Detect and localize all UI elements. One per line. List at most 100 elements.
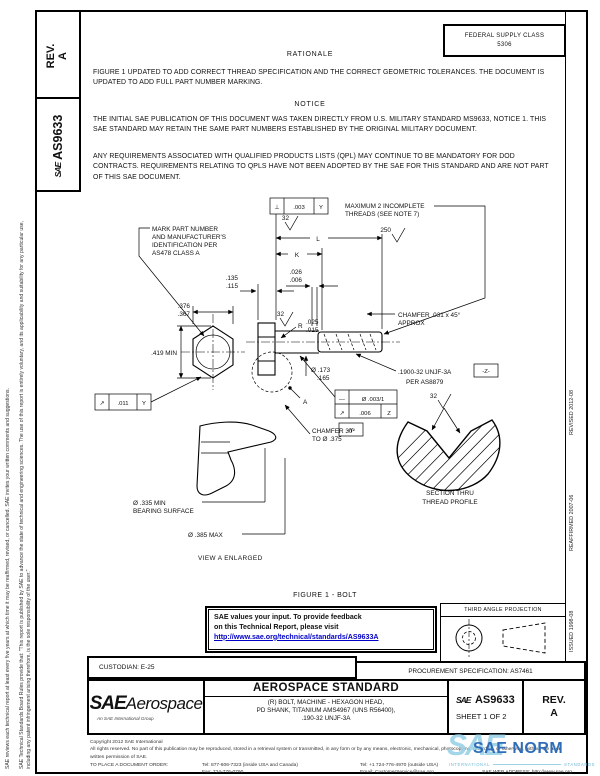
dim-washer-bot: .006 [290, 277, 303, 284]
dim-head-top: .135 [226, 275, 239, 282]
dim-washer-face: .026 .006 [286, 269, 338, 289]
gdt-runout-head-symbol: ↗ [100, 401, 105, 407]
gdt-runout-head-value: .011 [117, 401, 128, 407]
detail-a-marker: A [251, 351, 308, 406]
custodian-label: CUSTODIAN: E-25 [99, 664, 155, 671]
watermark-brand: SAE [447, 729, 505, 762]
gdt-perpendicularity-frame: ⊥ .003 Y [269, 197, 329, 232]
chamfer-tip-note: CHAMFER .031 x 45° APPROX [366, 311, 461, 327]
issued-date: ISSUED 1998-08 [569, 610, 575, 652]
projection-title: THIRD ANGLE PROJECTION [441, 604, 565, 617]
section-label-line1: SECTION THRU [426, 490, 474, 497]
gdt-straight-symbol: — [339, 397, 345, 403]
part-desc-line2: PD SHANK, TITANIUM AMS4967 (UNS R56400), [256, 707, 396, 715]
feedback-box: SAE values your input. To provide feedba… [205, 606, 437, 653]
sae-logo-small: SAE [53, 162, 63, 178]
watermark-name: SAE NORM [473, 740, 564, 757]
web-address: SAE WEB ADDRESS: http://www.sae.org [482, 770, 572, 776]
procurement-cell: PROCUREMENT SPECIFICATION: AS7461 [355, 661, 586, 681]
figure-1-bolt-drawing: ⊥ .003 Y 32 MAXIMUM 2 INCOMPLETE THREADS… [94, 197, 501, 599]
aerospace-standard-title: AEROSPACE STANDARD [205, 681, 447, 697]
finish-32-value: 32 [282, 215, 290, 222]
datum-y-flag: -Y- [347, 428, 354, 434]
figure-caption: FIGURE 1 - BOLT [293, 592, 357, 599]
notice-para2: ANY REQUIREMENTS ASSOCIATED WITH QUALIFI… [93, 153, 549, 181]
standard-title-cell: AEROSPACE STANDARD (R) BOLT, MACHINE - H… [203, 679, 449, 735]
fsc-line2: 5306 [497, 41, 512, 48]
fillet-top: .025 [306, 319, 319, 326]
fillet-radius: R .025 .015 [280, 319, 319, 339]
mark-note: MARK PART NUMBER AND MANUFACTURER'S IDEN… [138, 226, 226, 337]
rationale-heading: RATIONALE [286, 51, 334, 58]
footer-legal: Copyright 2012 SAE International All rig… [90, 739, 575, 776]
rev-cell-value: A [550, 707, 558, 719]
rev-cell-label: REV. [542, 694, 566, 707]
view-a-letter: A [303, 399, 308, 406]
surface-finish-250: 250 [380, 227, 406, 243]
feedback-line2: on this Technical Report, please visit [214, 622, 339, 631]
sae-aerospace-logo-sub: An SAE International Group [97, 716, 154, 721]
watermark-sub-right: STANDARDS [564, 762, 595, 767]
sheet-number: SHEET 1 OF 2 [456, 712, 507, 721]
notice-para1: THE INITIAL SAE PUBLICATION OF THIS DOCU… [93, 116, 547, 134]
thread-marks [323, 333, 377, 351]
watermark-sub-left: INTERNATIONAL [449, 762, 490, 767]
gdt-shank-frames: — Ø .003/1 ↗ .006 Z -Y- [299, 355, 398, 437]
doc-number-cell: SAE AS9633 SHEET 1 OF 2 [447, 679, 524, 735]
dim-washer-top: .026 [290, 269, 303, 276]
revised-date: REVISED 2012-08 [569, 390, 575, 435]
chamfer-tip-line2: APPROX [398, 320, 425, 327]
view-enlarged-label: VIEW A ENLARGED [198, 555, 263, 562]
doc-number-value: AS9633 [474, 694, 515, 706]
rationale-body: FIGURE 1 UPDATED TO ADD CORRECT THREAD S… [93, 69, 545, 87]
dim-head-thickness: .135 .115 [226, 275, 294, 294]
watermark-rule [493, 764, 562, 765]
order-label: TO PLACE A DOCUMENT ORDER: [90, 763, 169, 769]
order-tel1: Tel: 877-606-7323 (inside USA and Canada… [202, 763, 298, 769]
dim-corners-label: .419 MIN [151, 350, 177, 357]
dim-K: K [275, 251, 323, 259]
doc-number-sae-logo: SAE [456, 695, 472, 705]
finish-32-fillet-value: 32 [277, 311, 285, 318]
gdt-perp-datum: Y [319, 205, 323, 211]
section-thread-profile: 32 SECTION THRU THREAD PROFILE [396, 393, 501, 506]
gdt-runout-head-datum: Y [142, 401, 146, 407]
dia-bearing-line2: BEARING SURFACE [133, 508, 194, 515]
bolt-side-view [246, 322, 400, 376]
fsc-line1: FEDERAL SUPPLY CLASS [464, 32, 545, 39]
thread-line1: .1900-32 UNJF-3A [398, 369, 452, 376]
enlarged-view: Ø .335 MIN BEARING SURFACE Ø .385 MAX VI… [133, 421, 286, 562]
sae-aerospace-logo-sae: SAE [89, 693, 127, 714]
custodian-cell: CUSTODIAN: E-25 [87, 656, 357, 679]
order-tel2: Tel: +1 724-776-4970 (outside USA) [360, 763, 439, 769]
feedback-link[interactable]: http://www.sae.org/technical/standards/A… [214, 632, 379, 641]
dim-head-bot: .115 [226, 283, 238, 290]
chamfer-head-line1: CHAMFER 30° [312, 427, 355, 435]
rights-line: All rights reserved. No part of this pub… [90, 747, 561, 760]
chamfer-head-line2: TO Ø .375 [312, 436, 342, 443]
fillet-bot: .015 [306, 327, 319, 334]
third-angle-projection-box: THIRD ANGLE PROJECTION [440, 603, 566, 662]
finish-32-section-value: 32 [430, 393, 438, 400]
revision-history: ISSUED 1998-08 REAFFIRMED 2007-06 REVISE… [569, 390, 575, 652]
order-email: Email: CustomerService@sae.org [360, 770, 434, 776]
dim-across-flats: .376 .367 [178, 303, 234, 324]
max-threads-note: MAXIMUM 2 INCOMPLETE THREADS (SEE NOTE 7… [345, 203, 486, 335]
right-column-divider [565, 10, 566, 662]
finish-250-value: 250 [380, 227, 391, 234]
left-margin-disclaimer-2: SAE reviews each technical report at lea… [5, 388, 11, 769]
thread-line2: PER AS8879 [406, 379, 444, 386]
procurement-label: PROCUREMENT SPECIFICATION: AS7461 [408, 667, 533, 675]
notice-heading: NOTICE [294, 101, 326, 108]
max-threads-line1: MAXIMUM 2 INCOMPLETE [345, 203, 425, 210]
chamfer-tip-line1: CHAMFER .031 x 45° [398, 311, 461, 319]
copyright-line: Copyright 2012 SAE International [90, 740, 163, 745]
mark-note-line1: MARK PART NUMBER [152, 226, 218, 233]
dim-L-label: L [316, 236, 320, 243]
gdt-runout-shank-symbol: ↗ [340, 411, 345, 417]
left-margin-disclaimer-1: SAE Technical Standards Board Rules prov… [19, 221, 32, 769]
extension-lines [257, 232, 383, 330]
gdt-runout-shank-value: .006 [359, 411, 371, 417]
max-threads-line2: THREADS (SEE NOTE 7) [345, 211, 419, 218]
surface-finish-32-top: 32 [282, 215, 299, 231]
